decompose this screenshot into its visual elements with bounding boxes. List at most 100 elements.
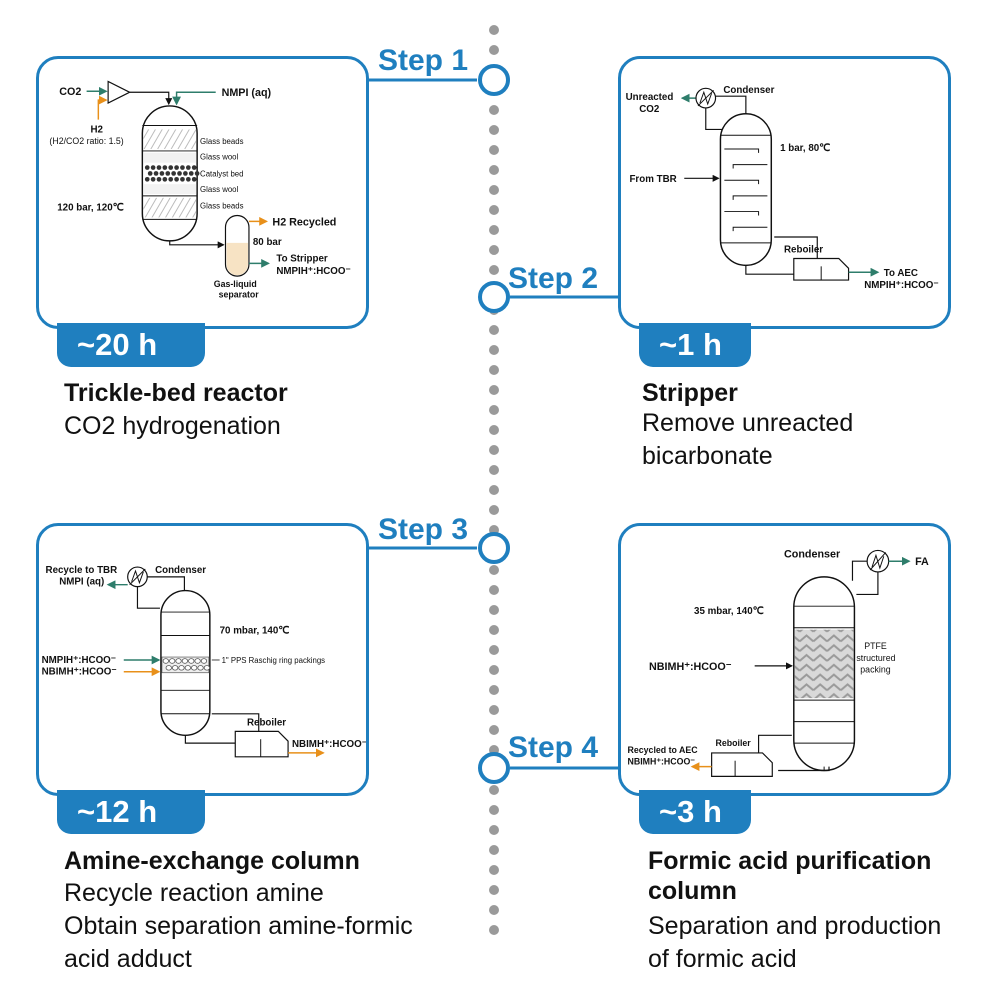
step-3-desc-line-2: Obtain separation amine-formic: [64, 912, 413, 940]
step-3-title: Amine-exchange column: [64, 847, 360, 875]
timeline-dots: [489, 25, 499, 935]
raschig-ring: [191, 665, 198, 671]
catalyst-particle: [150, 165, 156, 170]
step-4-desc-line-1: Separation and production: [648, 912, 942, 940]
timeline-dot: [489, 785, 499, 795]
raschig-ring: [169, 658, 176, 664]
glass-beads-bottom-label: Glass beads: [200, 202, 244, 211]
timeline-dot: [489, 345, 499, 355]
separator-label-1: Gas-liquid: [214, 279, 257, 289]
step-3-desc-line-1: Recycle reaction amine: [64, 879, 324, 907]
step-4-desc-line-2: of formic acid: [648, 945, 797, 973]
timeline-dot: [489, 225, 499, 235]
raschig-ring: [165, 665, 172, 671]
raschig-rings: [162, 658, 211, 671]
condenser-label: Condenser: [155, 565, 206, 576]
to-stripper-label: To Stripper: [276, 253, 328, 264]
timeline-dot: [489, 25, 499, 35]
timeline-dot: [489, 145, 499, 155]
step-1-desc-line-1: CO2 hydrogenation: [64, 412, 281, 440]
step-1-title: Trickle-bed reactor: [64, 379, 288, 407]
ptfe-label-3: packing: [860, 665, 890, 675]
timeline-dot: [489, 805, 499, 815]
step-4-desc: Separation and production of formic acid: [648, 910, 941, 976]
unreacted-label-2: CO2: [639, 104, 660, 115]
co2-label: CO2: [59, 86, 81, 98]
stripper-trays: [724, 148, 768, 232]
node-step-4: [478, 752, 510, 784]
timeline-dot: [489, 705, 499, 715]
timeline-dot: [489, 485, 499, 495]
duration-tab-step-1: ~20 h: [57, 323, 205, 367]
timeline-dot: [489, 325, 499, 335]
to-aec-label: To AEC: [884, 268, 918, 279]
catalyst-particle: [185, 165, 191, 170]
product-label: NMPIH⁺:HCOO⁻: [276, 266, 350, 277]
step-2-title: Stripper: [642, 379, 738, 407]
raschig-ring: [171, 665, 179, 671]
step-1-desc: CO2 hydrogenation: [64, 410, 281, 443]
catalyst-particles: [144, 165, 200, 182]
timeline-dot: [489, 165, 499, 175]
step-2-desc-line-1: Remove unreacted: [642, 409, 854, 437]
catalyst-particle: [180, 165, 185, 170]
catalyst-particle: [162, 165, 168, 170]
separator-label-2: separator: [219, 290, 260, 300]
stripper-product-label: NMPIH⁺:HCOO⁻: [864, 280, 938, 291]
timeline-dot: [489, 565, 499, 575]
duration-tab-step-4: ~3 h: [639, 790, 751, 834]
catalyst-particle: [144, 165, 150, 170]
panel-stripper: Unreacted CO2 Condenser 1 bar, 80℃ From …: [618, 56, 951, 329]
feed-label-2: NBIMH⁺:HCOO⁻: [42, 667, 117, 678]
catalyst-particle: [174, 176, 179, 182]
timeline-dot: [489, 725, 499, 735]
node-step-1: [478, 64, 510, 96]
timeline-dot: [489, 845, 499, 855]
recycled-label-2: NBIMH⁺:HCOO⁻: [628, 757, 696, 767]
raschig-ring: [162, 658, 169, 664]
from-tbr-label: From TBR: [629, 174, 676, 185]
catalyst-particle: [150, 176, 156, 182]
catalyst-particle: [168, 176, 174, 182]
duration-tab-step-3: ~12 h: [57, 790, 205, 834]
timeline-dot: [489, 445, 499, 455]
step-4-label: Step 4: [508, 731, 599, 764]
step-2-desc: Remove unreacted bicarbonate: [642, 407, 853, 473]
trickle-bed-reactor-diagram: CO2 H2 (H2/CO2 ratio: 1.5) NMPI (aq) Gla…: [49, 80, 351, 300]
condenser-label: Condenser: [723, 85, 774, 96]
duration-tab-step-2: ~1 h: [639, 323, 751, 367]
recycle-label-2: NMPI (aq): [59, 577, 104, 588]
catalyst-particle: [165, 171, 171, 176]
raschig-ring: [188, 658, 195, 664]
panel-amine-exchange-column: Recycle to TBR NMPI (aq) Condenser 70 mb…: [36, 523, 369, 796]
timeline-dot: [489, 385, 499, 395]
compressor-icon: [107, 80, 131, 104]
timeline-dot: [489, 605, 499, 615]
fa-label: FA: [915, 556, 929, 568]
timeline-dot: [489, 865, 499, 875]
catalyst-particle: [159, 171, 165, 176]
nmpi-label: NMPI (aq): [222, 87, 272, 99]
reactor-conditions-label: 120 bar, 120℃: [57, 203, 123, 214]
timeline-dot: [489, 425, 499, 435]
timeline-dot: [489, 245, 499, 255]
timeline-dot: [489, 885, 499, 895]
timeline-dot: [489, 585, 499, 595]
timeline-dot: [489, 185, 499, 195]
h2-label: H2: [91, 124, 104, 135]
reboiler-label: Reboiler: [784, 245, 823, 256]
reboiler-icon: [711, 752, 773, 777]
timeline-dot: [489, 125, 499, 135]
panel-formic-acid-purification: Condenser FA 35 mbar, 140℃ PTFE structur…: [618, 523, 951, 796]
unreacted-label-1: Unreacted: [626, 92, 674, 103]
timeline-dot: [489, 645, 499, 655]
timeline-dot: [489, 905, 499, 915]
ptfe-label-2: structured: [856, 653, 895, 663]
catalyst-particle: [162, 176, 168, 182]
raschig-ring: [184, 665, 191, 671]
h2-ratio-label: (H2/CO2 ratio: 1.5): [49, 136, 123, 146]
catalyst-particle: [147, 171, 153, 176]
raschig-ring: [194, 658, 201, 664]
step-2-label: Step 2: [508, 262, 599, 295]
condenser-label: Condenser: [784, 548, 841, 560]
